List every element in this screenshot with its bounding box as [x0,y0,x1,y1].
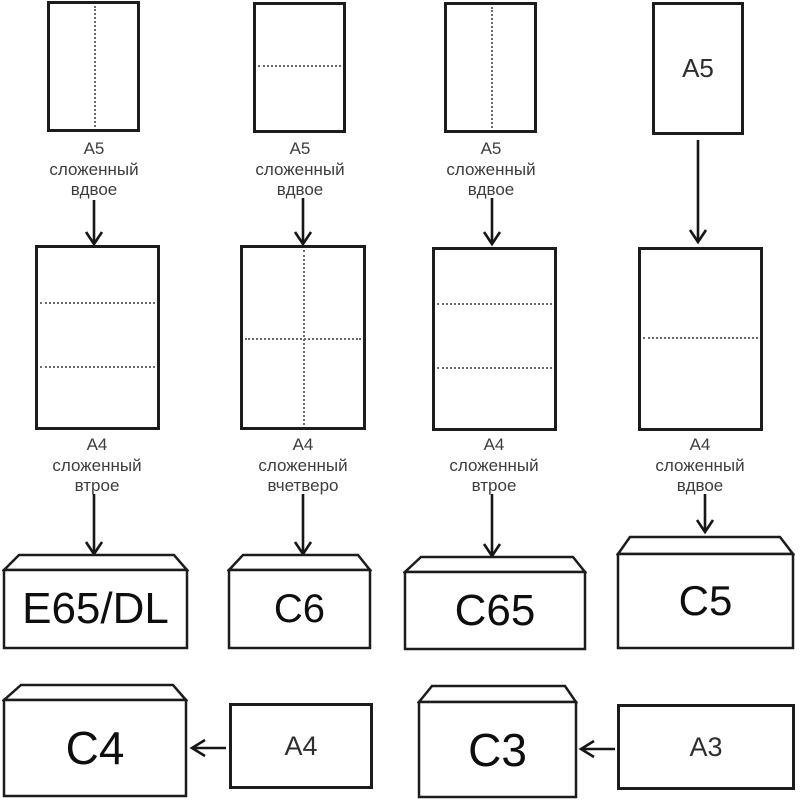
a5-caption-col3: A5 сложенный вдвое [446,139,536,199]
envelope-flap [616,535,795,556]
arrow-down-a4-to-envelope-col4 [695,494,715,535]
a5-sheet-col2 [253,2,346,133]
sheet-label: A4 [284,730,318,761]
envelope-label: C4 [65,722,125,774]
envelope-c5-highlighted: C5 [616,535,795,650]
a3-sheet-bottom: A3 [617,704,795,790]
a4-caption-col2: A4 сложенный вчетверо [258,435,348,495]
envelope-label: E65/DL [22,584,169,633]
envelope-flap [227,553,372,572]
arrow-down-a4-to-envelope-col2 [293,494,313,557]
envelope-body [227,568,372,650]
envelope-c65: C65 [403,555,587,651]
arrow-down-a5-to-a4-col4 [688,140,708,245]
a5-sheet-col1 [47,1,140,132]
a4-sheet-col3 [432,247,557,431]
arrow-down-a5-to-a4-col2 [293,198,313,247]
a4-sheet-bottom: A4 [229,703,373,789]
a4-sheet-col4 [638,247,763,431]
envelope-c6: C6 [227,553,372,650]
envelope-label: C5 [678,577,733,624]
fold-line-third-upper [40,301,155,304]
envelope-body [403,570,587,651]
a5-caption-col1: A5 сложенный вдвое [49,139,139,199]
a5-sheet-col4: A5 [652,2,744,135]
arrow-down-a4-to-envelope-col1 [84,494,104,557]
a5-caption-col2: A5 сложенный вдвое [255,139,345,199]
envelope-e65dl: E65/DL [2,553,189,650]
envelope-flap [2,683,188,702]
envelope-body [2,698,188,798]
envelope-label: C3 [468,723,527,776]
a4-caption-col4: A4 сложенный вдвое [655,435,745,495]
arrow-down-a4-to-envelope-col3 [482,494,502,559]
envelope-c4: C4 [2,683,188,798]
envelope-body [616,552,795,650]
fold-line-third-upper [437,303,552,306]
envelope-label: C65 [454,585,536,635]
arrow-left-a3-to-c3 [578,739,615,759]
fold-line-vertical [490,7,493,128]
sheet-label: A3 [689,731,723,762]
envelope-body [2,568,189,650]
envelope-label: C6 [273,586,326,631]
arrow-down-a5-to-a4-col3 [482,198,502,247]
a5-sheet-text: A5 [682,53,714,83]
fold-line-third-lower [437,367,552,370]
fold-line-horizontal [258,65,341,67]
envelope-flap [2,553,189,572]
envelope-flap [403,555,587,574]
a4-sheet-col1 [35,245,160,430]
a5-sheet-col3 [444,2,537,133]
fold-line-third-lower [40,366,155,369]
fold-line-horizontal [643,337,758,340]
arrow-left-a4-to-c4 [189,738,226,758]
envelope-flap [417,684,578,704]
a4-caption-col1: A4 сложенный втрое [52,435,142,495]
envelope-c3: C3 [417,684,578,799]
fold-line-vertical [93,6,96,127]
envelope-body [417,700,578,799]
arrow-down-a5-to-a4-col1 [84,200,104,247]
a4-caption-col3: A4 сложенный втрое [449,435,539,495]
a4-sheet-col2 [240,245,366,430]
fold-line-horizontal [245,337,361,340]
